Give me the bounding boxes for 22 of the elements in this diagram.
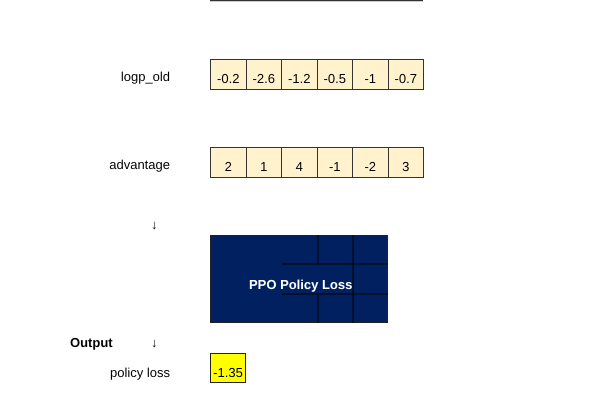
function-block bbox=[210, 235, 388, 323]
result-cell bbox=[210, 353, 246, 383]
row-label: advantage bbox=[109, 157, 170, 172]
section-heading: Output bbox=[70, 335, 113, 350]
table-cell: 3 bbox=[388, 147, 424, 178]
table-cell: 4 bbox=[281, 147, 318, 178]
table-cell: -1.2 bbox=[281, 59, 318, 90]
result-value: -1.35 bbox=[213, 365, 243, 380]
table-cell: -2 bbox=[352, 147, 388, 178]
row-label: policy loss bbox=[110, 365, 170, 380]
table-cell: 1 bbox=[246, 147, 282, 178]
table-cell: -0.5 bbox=[316, 59, 353, 90]
block-title: PPO Policy Loss bbox=[249, 277, 352, 292]
table-cell: -0.2 bbox=[210, 59, 246, 90]
direction-arrow: ↓ bbox=[151, 217, 158, 232]
table-cell: -1 bbox=[316, 147, 353, 178]
table-cell: -2.6 bbox=[246, 59, 282, 90]
row-label: logp_old bbox=[120, 69, 170, 84]
table-cell: -0.7 bbox=[388, 59, 424, 90]
direction-arrow: ↓ bbox=[151, 335, 158, 350]
table-cell: -1 bbox=[352, 59, 388, 90]
table-cell: 2 bbox=[210, 147, 246, 178]
